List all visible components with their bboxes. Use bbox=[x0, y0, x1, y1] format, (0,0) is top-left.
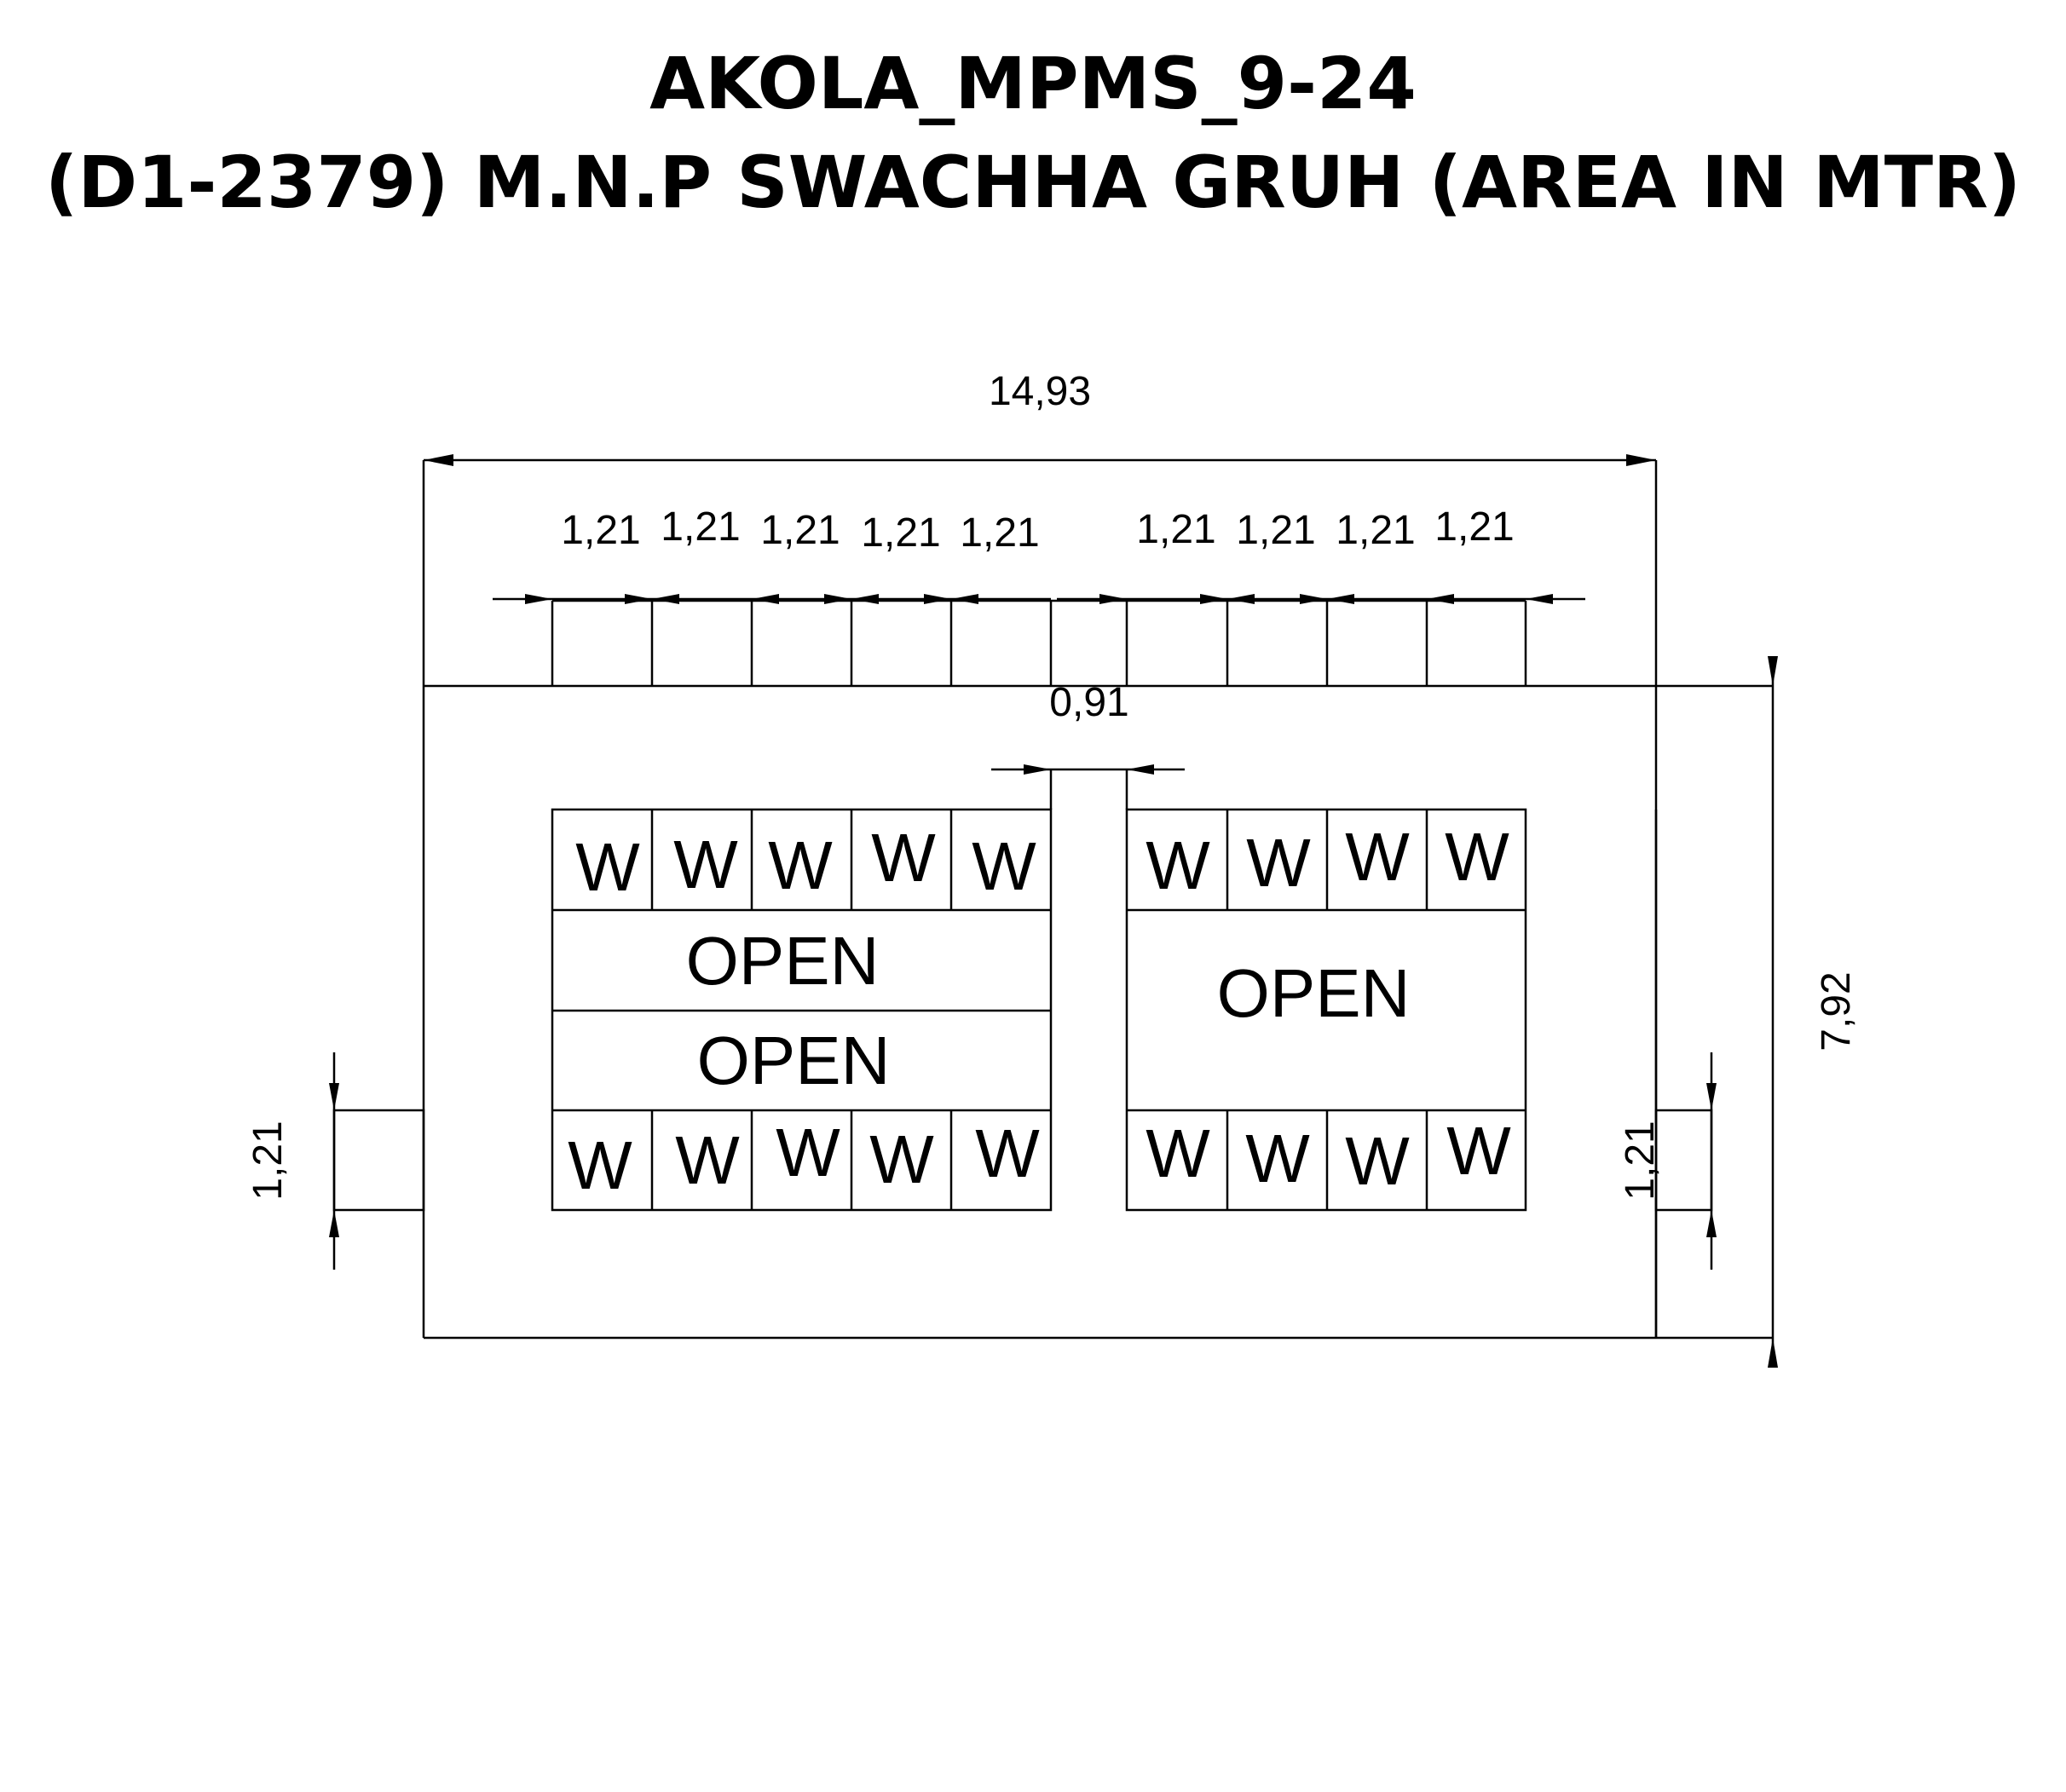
top-bay-label: 1,21 bbox=[661, 504, 740, 550]
right-bottom-wc: W bbox=[1245, 1121, 1310, 1196]
left-open-area-2: OPEN bbox=[697, 1023, 891, 1098]
top-bay-label: 1,21 bbox=[561, 508, 640, 553]
right-open-area: OPEN bbox=[1217, 955, 1411, 1031]
left-bottom-wc: W bbox=[776, 1115, 840, 1190]
left-toilet-block: W W W W W OPEN OPEN W W W W W bbox=[551, 808, 1053, 1212]
building-outline bbox=[422, 684, 1773, 1340]
left-bottom-wc: W bbox=[869, 1121, 934, 1197]
left-top-wc: W bbox=[575, 829, 640, 905]
right-top-wc: W bbox=[1146, 827, 1210, 903]
right-top-wc: W bbox=[1345, 819, 1410, 895]
title-line-2: (D1-2379) M.N.P SWACHHA GRUH (AREA IN MT… bbox=[44, 141, 2022, 224]
left-open-area-1: OPEN bbox=[686, 923, 880, 999]
corridor-width-label: 0,91 bbox=[1049, 680, 1128, 725]
top-bay-label: 1,21 bbox=[1434, 504, 1514, 550]
overall-depth-dimension: 7,92 bbox=[1768, 656, 1859, 1368]
top-bay-label: 1,21 bbox=[760, 508, 840, 553]
top-bay-strip bbox=[493, 594, 1585, 686]
top-bay-dimension-labels: 1,21 1,21 1,21 1,21 1,21 1,21 1,21 1,21 … bbox=[561, 504, 1514, 556]
left-bottom-wc: W bbox=[675, 1122, 740, 1198]
right-door: 1,21 bbox=[1618, 1052, 1717, 1270]
top-bay-label: 1,21 bbox=[960, 510, 1039, 556]
left-top-wc: W bbox=[972, 828, 1036, 904]
top-bay-label: 1,21 bbox=[1136, 507, 1215, 552]
drawing-title: AKOLA_MPMS_9-24 (D1-2379) M.N.P SWACHHA … bbox=[0, 34, 2066, 232]
right-top-wc: W bbox=[1445, 819, 1509, 895]
right-toilet-block: W W W W OPEN W W W W bbox=[1125, 808, 1527, 1212]
top-bay-label: 1,21 bbox=[861, 510, 940, 556]
left-door: 1,21 bbox=[245, 1052, 425, 1270]
right-top-wc: W bbox=[1246, 825, 1311, 901]
right-bottom-wc: W bbox=[1345, 1123, 1410, 1199]
right-bottom-wc: W bbox=[1146, 1115, 1210, 1191]
left-door-width-label: 1,21 bbox=[245, 1121, 291, 1200]
top-bay-label: 1,21 bbox=[1236, 508, 1315, 553]
right-bottom-wc: W bbox=[1446, 1113, 1511, 1189]
top-bay-label: 1,21 bbox=[1336, 508, 1415, 553]
overall-width-label: 14,93 bbox=[989, 369, 1091, 414]
left-top-wc: W bbox=[871, 820, 936, 896]
right-door-width-label: 1,21 bbox=[1618, 1121, 1663, 1200]
left-top-wc: W bbox=[768, 827, 833, 903]
corridor-dimension: 0,91 bbox=[991, 680, 1185, 810]
left-bottom-wc: W bbox=[568, 1127, 632, 1203]
title-line-1: AKOLA_MPMS_9-24 bbox=[649, 42, 1417, 125]
left-top-wc: W bbox=[673, 827, 738, 902]
overall-depth-label: 7,92 bbox=[1814, 971, 1859, 1051]
left-bottom-wc: W bbox=[975, 1115, 1040, 1191]
